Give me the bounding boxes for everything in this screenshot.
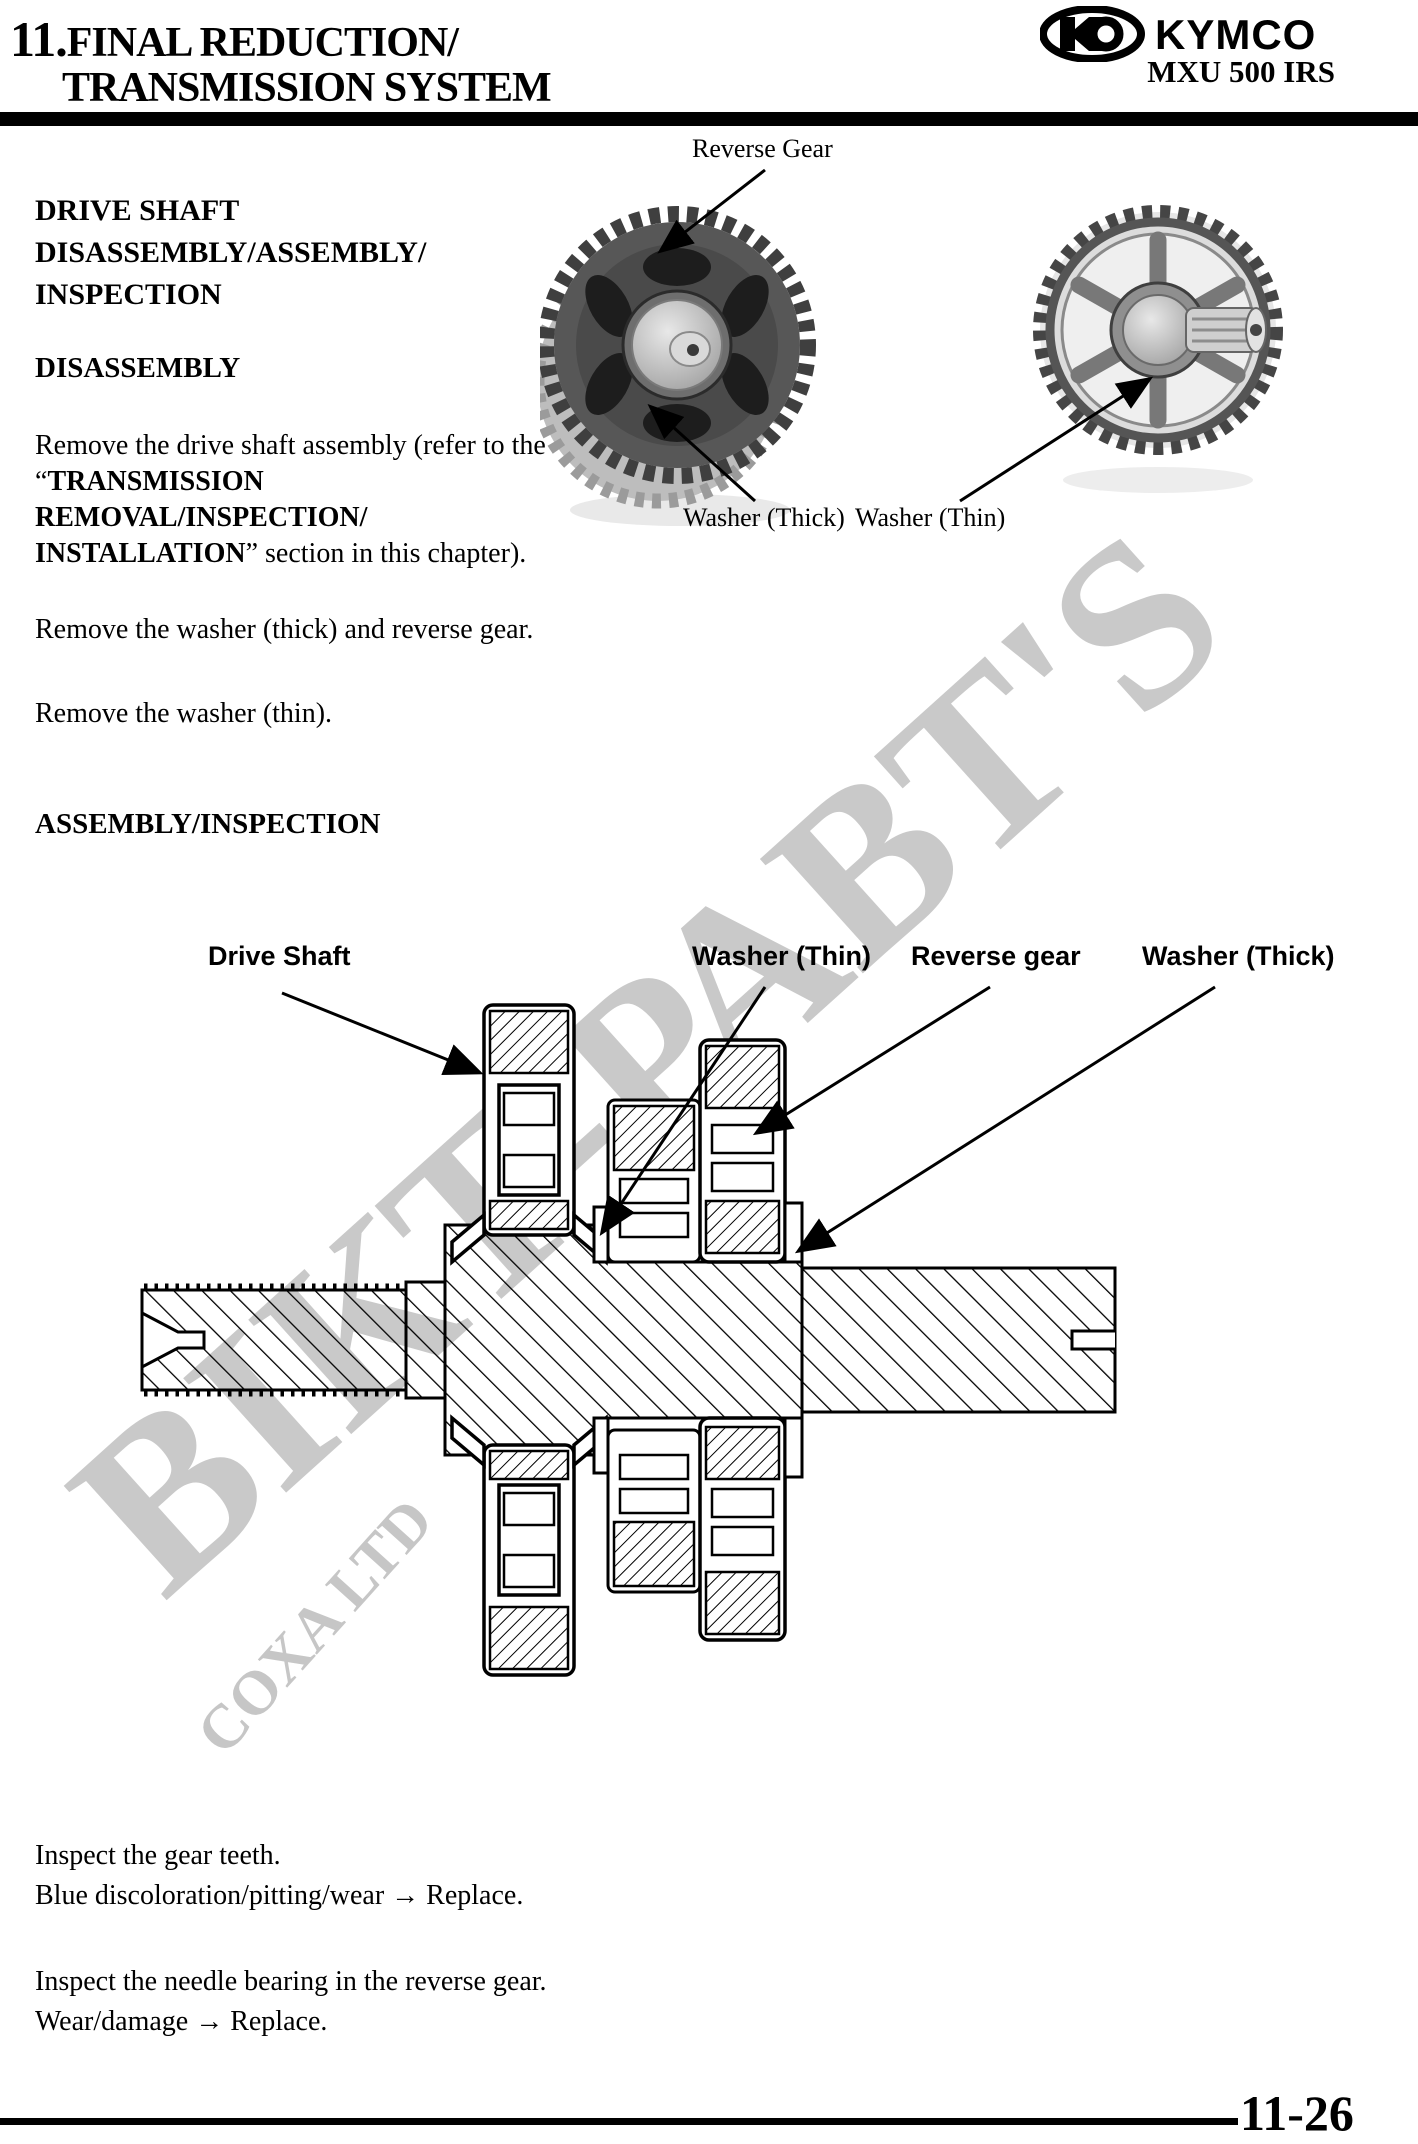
disassembly-paragraph: Remove the drive shaft assembly (refer t…	[35, 428, 546, 572]
section-title-l2: DISASSEMBLY/ASSEMBLY/	[35, 236, 427, 269]
section-title-l1: DRIVE SHAFT	[35, 194, 240, 227]
disassembly-heading: DISASSEMBLY	[35, 352, 241, 384]
washer-thick-section-bottom	[783, 1416, 804, 1479]
photo-shadow	[1063, 467, 1253, 493]
kymco-logo-k-icon	[1060, 17, 1108, 51]
inspection-line: Inspect the needle bearing in the revers…	[35, 1966, 547, 1997]
drive-gear-photo-icon	[1033, 205, 1283, 455]
washer-thin-arrow	[599, 986, 767, 1236]
photo-callout-arrows	[647, 168, 1154, 503]
washer-thick-section-top	[783, 1201, 804, 1264]
chapter-title: 11.FINAL REDUCTION/ TRANSMISSION SYSTEM	[10, 10, 552, 112]
drive-shaft-diagram: Drive Shaft Washer (Thin) Reverse gear W…	[100, 935, 1340, 1695]
footer-rule	[0, 2118, 1238, 2125]
drive-shaft-diagram-drawing	[140, 985, 1216, 1677]
washer-thin-section-bottom	[592, 1416, 610, 1475]
paragraph-line: “TRANSMISSION	[35, 464, 546, 500]
drive-shaft-section	[140, 1223, 1117, 1457]
chapter-number: 11.	[10, 11, 68, 67]
model-name: MXU 500 IRS	[1147, 54, 1335, 89]
diagram-label-drive-shaft: Drive Shaft	[208, 941, 351, 971]
shaft-center-hole-left	[140, 1310, 206, 1370]
quote-open: “	[35, 466, 48, 497]
reverse-gear-arrow	[752, 985, 991, 1136]
inspection-paragraph-1: Inspect the gear teeth. Blue discolorati…	[35, 1836, 523, 1916]
page-number: 11-26	[1240, 2085, 1354, 2141]
inspection-line: Inspect the gear teeth.	[35, 1840, 281, 1871]
section-title: DRIVE SHAFT DISASSEMBLY/ASSEMBLY/ INSPEC…	[35, 190, 426, 316]
gear-hub-section-top	[606, 1098, 702, 1264]
chapter-title-line2: TRANSMISSION SYSTEM	[62, 65, 552, 111]
diagram-label-reverse-gear: Reverse gear	[911, 941, 1081, 971]
gears-photo: Reverse Gear Washer (Thick) Washer (Thin…	[540, 128, 1360, 586]
drive-shaft-arrow	[281, 991, 484, 1075]
reverse-gear-photo-icon	[540, 206, 816, 484]
reverse-gear-arrow	[657, 168, 766, 254]
photo-label-washer-thin: Washer (Thin)	[855, 503, 1006, 532]
inspection-line: Blue discoloration/pitting/wear → Replac…	[35, 1880, 524, 1911]
kymco-logo: KYMCO	[1040, 6, 1316, 62]
chapter-title-line1: 11.FINAL REDUCTION/	[10, 10, 551, 68]
remove-washer-thick-line: Remove the washer (thick) and reverse ge…	[35, 614, 534, 645]
reverse-gear-section-top	[698, 1038, 787, 1264]
assembly-inspection-heading: ASSEMBLY/INSPECTION	[35, 808, 381, 840]
kymco-logo-ring-icon	[1088, 16, 1124, 52]
paragraph-line: Remove the drive shaft assembly (refer t…	[35, 430, 546, 461]
photo-label-reverse-gear: Reverse Gear	[692, 134, 833, 163]
remove-washer-thin-line: Remove the washer (thin).	[35, 698, 333, 729]
kymco-brand-text: KYMCO	[1155, 11, 1316, 58]
paragraph-line: INSTALLATION” section in this chapter).	[35, 536, 546, 572]
gears-photo-image	[540, 168, 1283, 526]
diagram-label-washer-thin: Washer (Thin)	[692, 941, 871, 971]
section-title-l3: INSPECTION	[35, 278, 222, 311]
header-rule	[0, 112, 1418, 126]
washer-thick-arrow	[647, 403, 757, 503]
photo-label-washer-thick: Washer (Thick)	[683, 503, 845, 532]
paragraph-line-bold: REMOVAL/INSPECTION/	[35, 502, 368, 533]
shaft-notch-right	[1070, 1329, 1115, 1351]
drive-gear-section-bottom	[450, 1414, 608, 1677]
washer-thin-arrow	[959, 376, 1154, 503]
washer-thick-arrow	[794, 985, 1216, 1254]
bold-ref: TRANSMISSION	[47, 466, 264, 497]
chapter-title-text1: FINAL REDUCTION/	[66, 20, 459, 66]
bold-ref: INSTALLATION	[35, 538, 246, 569]
inspection-line: Wear/damage → Replace.	[35, 2006, 328, 2037]
washer-thin-section-top	[592, 1205, 610, 1264]
reverse-gear-section-bottom	[698, 1416, 787, 1642]
inspection-paragraph-2: Inspect the needle bearing in the revers…	[35, 1962, 547, 2042]
diagram-label-washer-thick: Washer (Thick)	[1142, 941, 1335, 971]
paragraph-tail: ” section in this chapter).	[245, 538, 527, 569]
drive-gear-section-top	[450, 1003, 608, 1266]
diagram-callout-arrows	[281, 985, 1216, 1254]
gear-hub-section-bottom	[606, 1428, 702, 1594]
